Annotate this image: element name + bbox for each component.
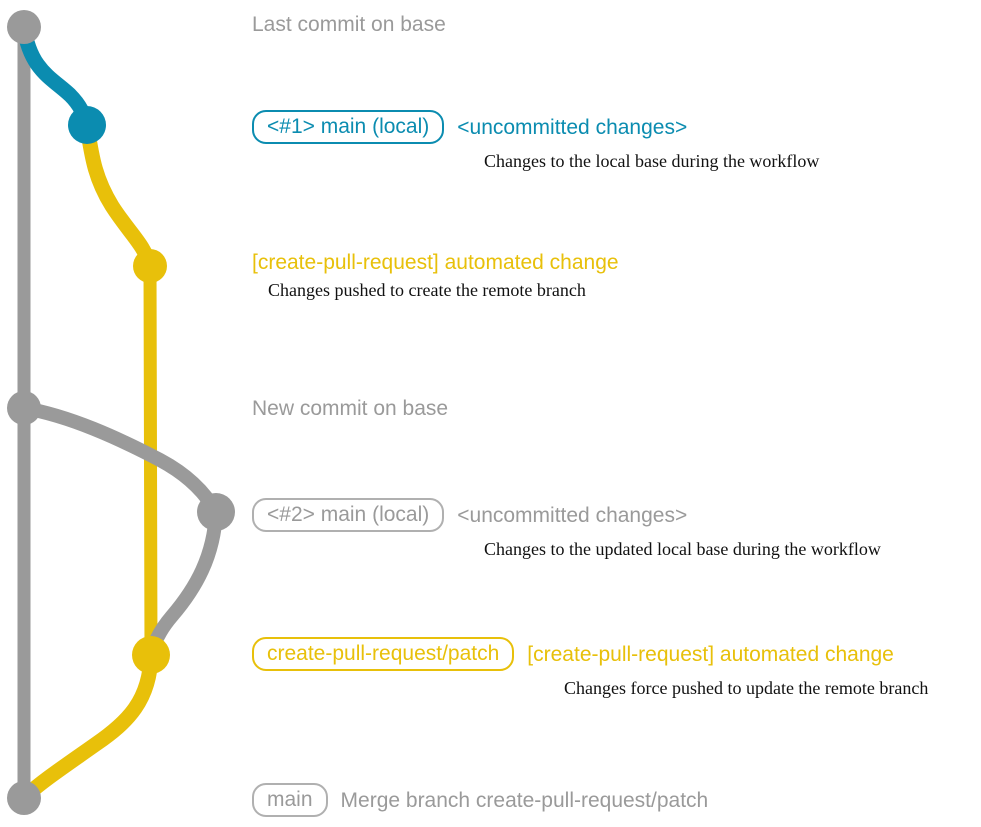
branch-badge-local-1[interactable]: <#1> main (local) <box>252 110 445 144</box>
row-head: main Merge branch create-pull-request/pa… <box>252 783 708 817</box>
commit-title: Last commit on base <box>252 13 446 36</box>
commit-title: New commit on base <box>252 397 449 420</box>
merge-into-patch-edge <box>144 505 223 662</box>
commit-description: Changes pushed to create the remote bran… <box>268 280 586 300</box>
commit-node-local-1[interactable] <box>68 106 106 144</box>
row-local-1: <#1> main (local) <uncommitted changes> … <box>252 110 819 172</box>
commit-description: Changes force pushed to update the remot… <box>564 678 929 698</box>
row-head: create-pull-request/patch [create-pull-r… <box>252 637 928 671</box>
commit-title: <uncommitted changes> <box>457 115 688 139</box>
commit-node-patch-1[interactable] <box>133 249 167 283</box>
local-branch-edge-2 <box>17 401 223 519</box>
commit-title: Merge branch create-pull-request/patch <box>340 788 709 812</box>
row-local-2: <#2> main (local) <uncommitted changes> … <box>252 498 881 560</box>
row-head: <#2> main (local) <uncommitted changes> <box>252 498 881 532</box>
commit-node-patch-2[interactable] <box>132 636 170 674</box>
row-head: [create-pull-request] automated change <box>252 252 619 273</box>
commit-node-base-top[interactable] <box>7 10 41 44</box>
commit-node-base-merge[interactable] <box>7 781 41 815</box>
row-head: New commit on base <box>252 398 448 419</box>
branch-badge-patch[interactable]: create-pull-request/patch <box>252 637 515 671</box>
commit-title: [create-pull-request] automated change <box>527 642 894 666</box>
row-head: <#1> main (local) <uncommitted changes> <box>252 110 819 144</box>
commit-description: Changes to the updated local base during… <box>484 539 881 559</box>
patch-branch-edge-1 <box>79 117 158 274</box>
row-merge-commit: main Merge branch create-pull-request/pa… <box>252 783 708 817</box>
commit-title: [create-pull-request] automated change <box>252 251 619 274</box>
row-head: Last commit on base <box>252 14 446 35</box>
row-automated-change-1: [create-pull-request] automated change C… <box>252 252 619 301</box>
commit-node-local-2[interactable] <box>197 493 235 531</box>
branch-badge-main[interactable]: main <box>252 783 328 817</box>
commit-title: <uncommitted changes> <box>457 503 688 527</box>
commit-node-base-new[interactable] <box>7 391 41 425</box>
row-new-commit-on-base: New commit on base <box>252 398 448 419</box>
branch-badge-local-2[interactable]: <#2> main (local) <box>252 498 445 532</box>
commit-description: Changes to the local base during the wor… <box>484 151 820 171</box>
patch-merge-edge <box>16 647 159 806</box>
row-automated-change-2: create-pull-request/patch [create-pull-r… <box>252 637 928 699</box>
row-last-commit-on-base: Last commit on base <box>252 14 446 35</box>
